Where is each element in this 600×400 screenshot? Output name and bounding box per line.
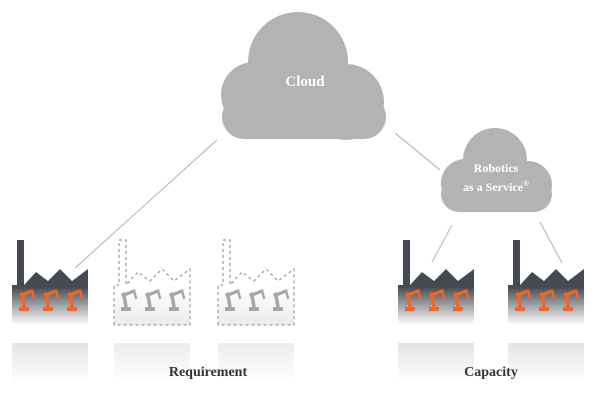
factory-building-icon — [508, 240, 584, 325]
capacity-label: Capacity — [464, 365, 518, 380]
robot-arm-icon — [67, 289, 84, 311]
robot-arm-icon — [405, 289, 422, 311]
factory-reflection — [12, 343, 88, 383]
robot-arm-icon — [429, 289, 446, 311]
line-raas-to-provider-1 — [431, 224, 453, 263]
factory-reflection — [508, 343, 584, 383]
factory-needed-2 — [217, 239, 295, 383]
robot-arm-icon — [563, 289, 580, 311]
factory-own — [12, 240, 88, 383]
robot-arm-icon — [121, 289, 138, 311]
line-cloud-to-raas — [394, 132, 441, 171]
registered-mark: ® — [523, 179, 529, 188]
robot-arm-icon — [169, 289, 186, 311]
robot-arm-icon — [19, 289, 36, 311]
raas-label-line1: Robotics — [473, 161, 519, 175]
raas-cloud-shape — [441, 128, 552, 212]
raas-label-line2: as a Service® — [446, 176, 546, 195]
factory-provider-1 — [398, 240, 474, 383]
factory-needed-1 — [113, 239, 191, 383]
robot-arm-icon — [515, 289, 532, 311]
requirement-label: Requirement — [168, 365, 248, 380]
factory-building-icon — [398, 240, 474, 325]
robot-arm-icon — [145, 289, 162, 311]
factory-reflection — [398, 343, 474, 383]
robot-arm-icon — [273, 289, 290, 311]
factory-provider-2 — [508, 240, 584, 383]
factory-building-icon — [12, 240, 88, 325]
robot-arm-icon — [225, 289, 242, 311]
factories — [12, 239, 584, 383]
factory-reflection — [218, 343, 294, 383]
line-raas-to-provider-2 — [539, 221, 563, 264]
factory-building-icon — [113, 239, 191, 326]
raas-label-line2-text: as a Service — [463, 180, 523, 194]
raas-label: Robotics as a Service® — [446, 160, 546, 195]
cloud-label: Cloud — [285, 74, 325, 90]
factory-reflection — [114, 343, 190, 383]
robot-arm-icon — [249, 289, 266, 311]
connector-lines — [74, 132, 563, 269]
factory-building-icon — [217, 239, 295, 326]
robot-arm-icon — [43, 289, 60, 311]
line-factory-to-cloud — [74, 139, 218, 269]
robot-arm-icon — [539, 289, 556, 311]
robot-arm-icon — [453, 289, 470, 311]
cloud-shape — [221, 12, 386, 140]
